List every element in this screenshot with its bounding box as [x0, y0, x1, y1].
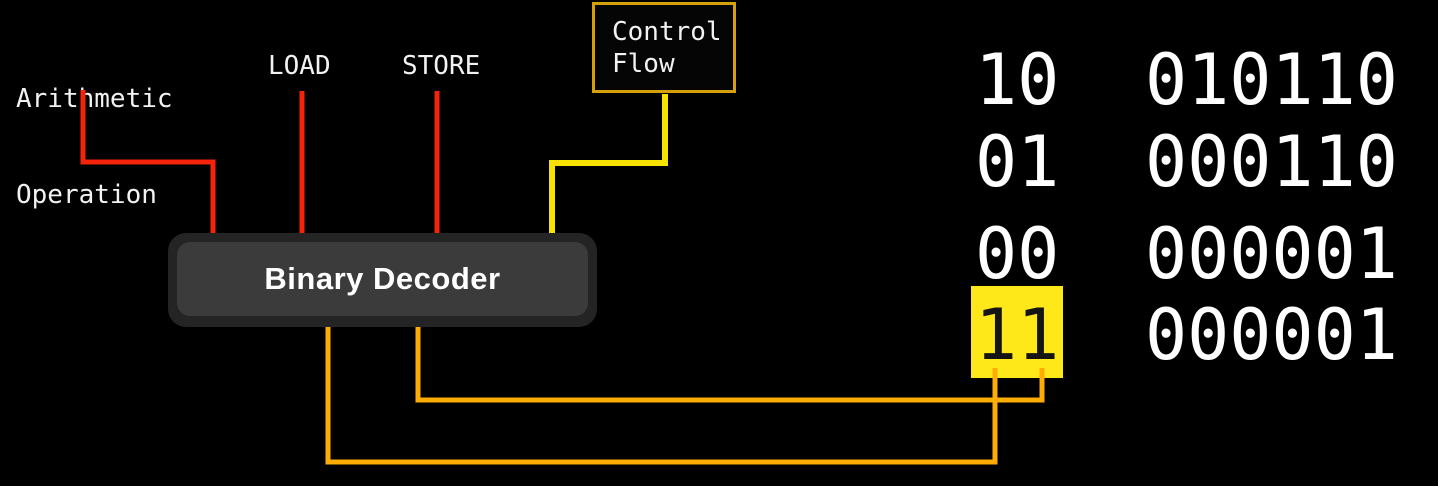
binary-decoder-box: Binary Decoder	[168, 233, 597, 327]
control-flow-line2: Flow	[612, 49, 675, 79]
operand-cell: 000001	[1145, 294, 1398, 376]
label-load: LOAD	[268, 51, 331, 81]
operand-cell: 000110	[1145, 121, 1398, 203]
control-flow-box: Control Flow	[592, 2, 736, 93]
control-flow-line1: Control	[612, 17, 722, 47]
wire-control-flow	[549, 94, 668, 245]
binary-decoder-panel: Binary Decoder	[177, 242, 588, 316]
operand-cell: 000001	[1145, 213, 1398, 295]
binary-decoder-label: Binary Decoder	[264, 261, 501, 296]
opcode-cell: 01	[975, 121, 1060, 203]
label-arithmetic-line1: Arithmetic	[16, 84, 173, 114]
opcode-cell: 00	[975, 213, 1060, 295]
label-arithmetic-operation: Arithmetic Operation	[16, 19, 173, 275]
wire-output-left	[325, 322, 998, 465]
label-store: STORE	[402, 51, 481, 81]
label-arithmetic-line2: Operation	[16, 180, 157, 210]
wire-output-right	[415, 322, 1045, 403]
opcode-cell-highlighted: 11	[975, 294, 1060, 376]
operand-cell: 010110	[1145, 39, 1398, 121]
opcode-cell: 10	[975, 39, 1060, 121]
